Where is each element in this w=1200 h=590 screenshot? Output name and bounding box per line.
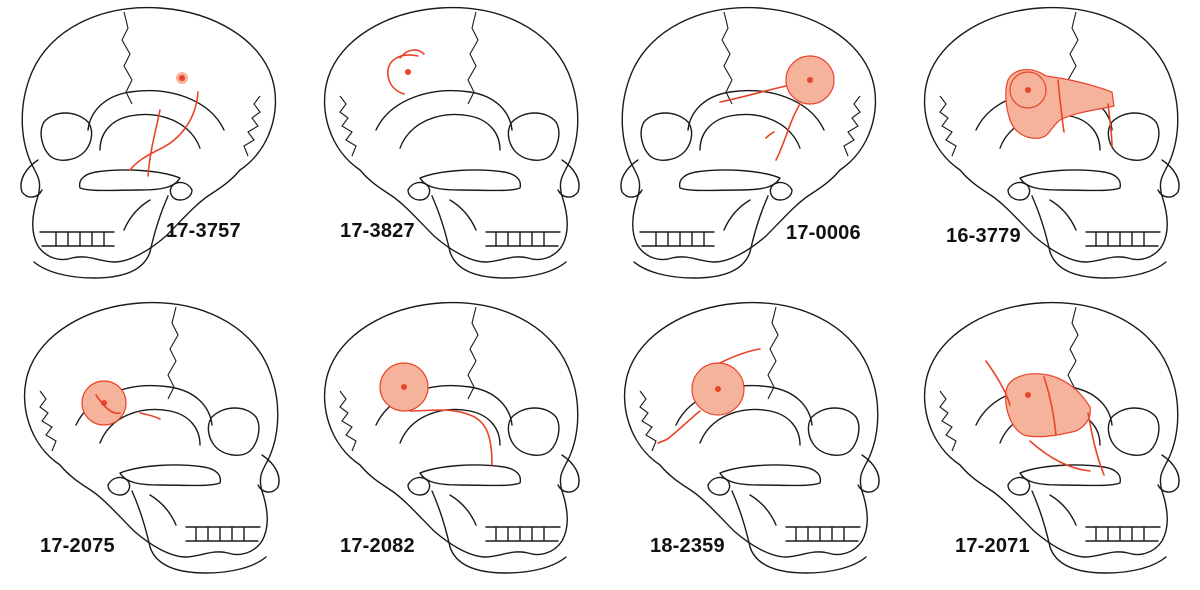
impact-point: [405, 69, 411, 75]
impact-point: [807, 77, 813, 83]
skull-drawing-4: [900, 0, 1200, 295]
case-label-2: 17-3827: [340, 220, 415, 243]
impact-point: [715, 386, 721, 392]
case-panel-7: 18-2359: [600, 295, 900, 590]
case-label-5: 17-2075: [40, 535, 115, 558]
cranium-outline: [325, 303, 578, 557]
cranium-outline: [25, 303, 278, 557]
case-panel-3: 17-0006: [600, 0, 900, 295]
skull-drawing-7: [600, 295, 900, 590]
case-label-8: 17-2071: [955, 535, 1030, 558]
case-panel-4: 16-3779: [900, 0, 1200, 295]
case-label-1: 17-3757: [166, 220, 241, 243]
impact-point: [179, 75, 185, 81]
case-label-7: 18-2359: [650, 535, 725, 558]
skull-drawing-2: [300, 0, 600, 295]
case-panel-5: 17-2075: [0, 295, 300, 590]
case-panel-8: 17-2071: [900, 295, 1200, 590]
case-label-6: 17-2082: [340, 535, 415, 558]
impact-point: [1025, 87, 1031, 93]
cranium-outline: [625, 303, 878, 557]
case-panel-2: 17-3827: [300, 0, 600, 295]
case-label-4: 16-3779: [946, 225, 1021, 248]
skull-drawing-3: [600, 0, 900, 295]
skull-drawing-8: [900, 295, 1200, 590]
impact-point: [1025, 392, 1031, 398]
case-panel-6: 17-2082: [300, 295, 600, 590]
cranium-outline: [925, 8, 1178, 262]
impact-point: [401, 384, 407, 390]
skull-drawing-1: [0, 0, 300, 295]
case-panel-1: 17-3757: [0, 0, 300, 295]
case-label-3: 17-0006: [786, 222, 861, 245]
